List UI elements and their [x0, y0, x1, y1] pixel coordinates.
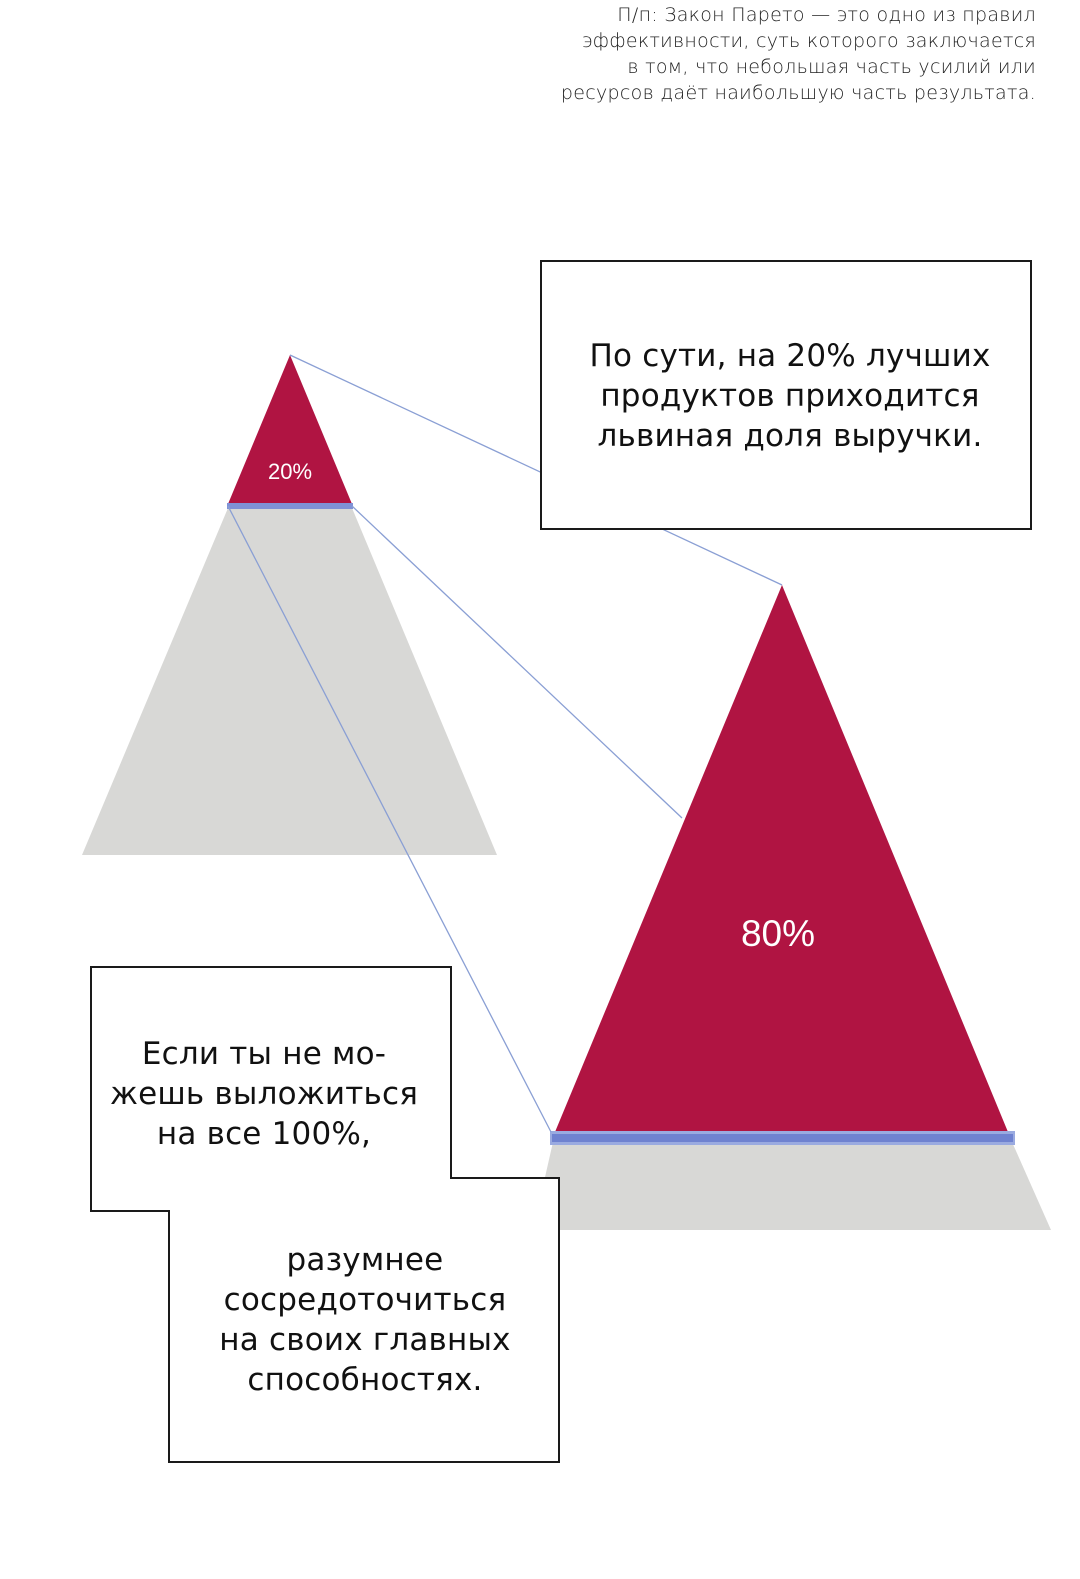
large-pyramid-top: [555, 585, 1008, 1132]
speech-line: Если ты не мо-: [141, 1036, 387, 1072]
note-line: эффективности, суть которого заключается: [582, 30, 1036, 52]
small-pyramid-band: [227, 503, 353, 509]
small-pyramid-label: 20%: [268, 459, 312, 484]
connector-line: [227, 505, 552, 1133]
speech-line: сосредоточиться: [223, 1282, 507, 1318]
speech-line: способностях.: [247, 1362, 483, 1398]
note-line: П/п: Закон Парето — это одно из правил: [617, 4, 1036, 26]
large-pyramid-band: [552, 1134, 1013, 1142]
speech-text-top: По сути, на 20% лучших продуктов приходи…: [580, 336, 1000, 456]
note-line: ресурсов даёт наибольшую часть результат…: [560, 82, 1036, 104]
speech-line: на своих главных: [219, 1322, 511, 1358]
note-line: в том, что небольшая часть усилий или: [627, 56, 1036, 78]
large-pyramid-label: 80%: [741, 913, 815, 954]
speech-line: разумнее: [286, 1242, 444, 1278]
speech-line: По сути, на 20% лучших: [589, 338, 991, 374]
speech-box-top: [540, 260, 1032, 530]
translator-note: П/п: Закон Парето — это одно из правил э…: [516, 2, 1036, 106]
speech-line: жешь выложиться: [109, 1076, 419, 1112]
connector-line: [289, 354, 783, 586]
small-pyramid-base: [82, 508, 497, 855]
large-pyramid-base: [533, 1142, 1051, 1230]
connector-line: [351, 505, 683, 819]
speech-text-left-1: Если ты не мо- жешь выложиться на все 10…: [104, 1034, 424, 1154]
speech-text-left-2: разумнее сосредоточиться на своих главны…: [210, 1240, 520, 1400]
speech-line: продуктов приходится: [600, 378, 980, 414]
small-pyramid-top: [228, 355, 352, 504]
speech-line: на все 100%,: [156, 1116, 372, 1152]
speech-line: львиная доля выручки.: [597, 418, 983, 454]
